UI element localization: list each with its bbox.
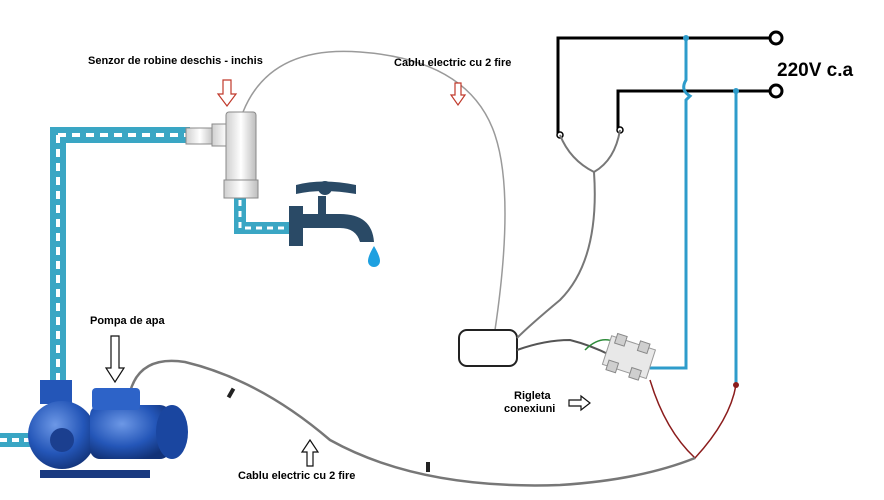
terminal-block-icon <box>601 332 657 381</box>
terminal-arrow-icon <box>568 394 591 412</box>
mains-wiring <box>556 30 784 139</box>
sensor-label: Senzor de robine deschis - inchis <box>88 55 263 67</box>
box-to-terminal-cable <box>516 338 611 356</box>
sensor-valve-icon <box>185 111 259 199</box>
mains-to-box-cable <box>516 129 621 339</box>
pump-cable <box>128 359 696 487</box>
faucet-icon <box>289 181 374 246</box>
cable-top-label: Cablu electric cu 2 fire <box>394 57 512 69</box>
pump-label: Pompa de apa <box>90 315 165 327</box>
terminal-label-line2: conexiuni <box>504 403 556 415</box>
cable-bottom-label: Cablu electric cu 2 fire <box>238 470 356 482</box>
cable-bottom-arrow-icon <box>300 438 320 467</box>
voltage-label: 220V c.a <box>777 60 854 81</box>
terminal-label-line1: Rigleta <box>514 390 551 402</box>
red-wires <box>649 379 737 460</box>
control-box-icon <box>458 329 518 367</box>
sensor-arrow-icon <box>216 79 238 107</box>
sensor-cable <box>242 50 506 331</box>
pump-arrow-icon <box>104 335 126 384</box>
blue-wires <box>650 35 739 388</box>
pump-icon <box>28 380 188 478</box>
cable-top-arrow-icon <box>449 82 467 107</box>
water-drop-icon <box>368 246 380 267</box>
